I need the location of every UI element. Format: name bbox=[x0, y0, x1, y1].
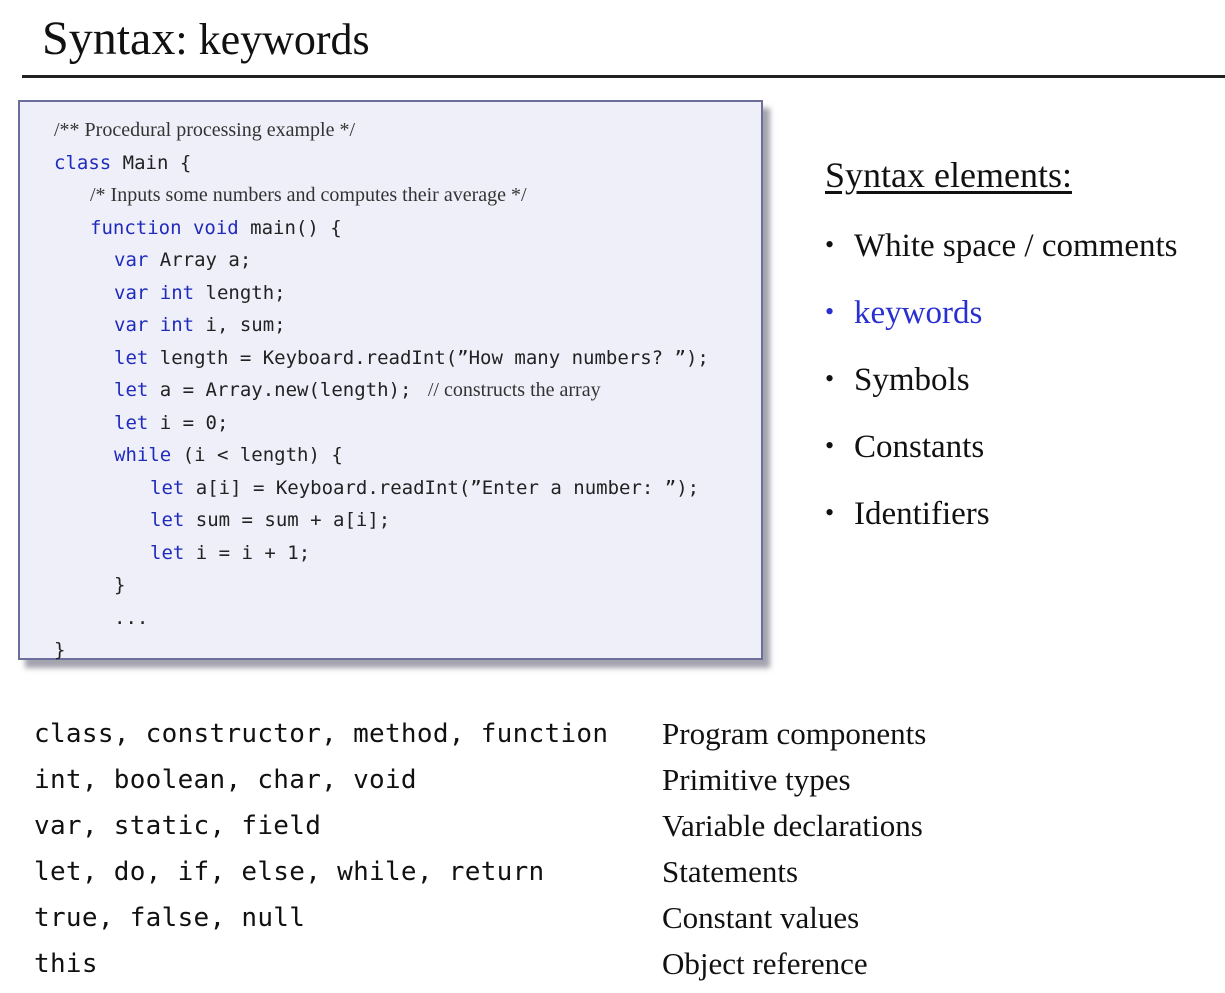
keyword-row: var, static, field Variable declarations bbox=[34, 806, 1184, 846]
code-keyword: int bbox=[159, 314, 195, 336]
code-keyword: function bbox=[90, 216, 182, 239]
code-text: (i < length) { bbox=[171, 444, 343, 466]
syntax-element-item: • Constants bbox=[825, 423, 984, 470]
keyword-category: Variable declarations bbox=[662, 808, 923, 843]
syntax-element-label: keywords bbox=[854, 295, 983, 331]
code-comment: // constructs the array bbox=[422, 379, 601, 401]
code-line: let i = i + 1; bbox=[150, 538, 310, 568]
title-sub: : keywords bbox=[175, 15, 370, 64]
syntax-element-label: Identifiers bbox=[854, 496, 990, 532]
code-line: let length = Keyboard.readInt(”How many … bbox=[114, 343, 709, 373]
code-line: var int length; bbox=[114, 278, 286, 308]
code-text: i, sum; bbox=[194, 314, 286, 336]
code-text: ... bbox=[114, 606, 149, 629]
code-keyword: var bbox=[114, 249, 149, 271]
syntax-element-item: • Identifiers bbox=[825, 490, 990, 537]
syntax-elements-heading: Syntax elements: bbox=[825, 155, 1072, 195]
keyword-list: class, constructor, method, function bbox=[34, 719, 609, 749]
syntax-element-item: • Symbols bbox=[825, 356, 970, 403]
keyword-category: Program components bbox=[662, 716, 927, 751]
code-text: sum = sum + a[i]; bbox=[184, 509, 391, 531]
code-line: ... bbox=[114, 603, 148, 633]
keyword-category: Statements bbox=[662, 854, 799, 889]
title-main: Syntax bbox=[42, 12, 176, 65]
syntax-element-label: White space / comments bbox=[854, 228, 1178, 264]
code-keyword: let bbox=[150, 509, 185, 531]
code-keyword: let bbox=[150, 541, 185, 564]
code-keyword: let bbox=[114, 411, 149, 434]
bullet-icon: • bbox=[825, 431, 835, 460]
code-line: function void main() { bbox=[90, 213, 342, 243]
code-keyword: while bbox=[114, 444, 172, 466]
keyword-list: int, boolean, char, void bbox=[34, 765, 417, 795]
code-line: } bbox=[114, 570, 125, 600]
keyword-row: this Object reference bbox=[34, 944, 1184, 984]
code-line: while (i < length) { bbox=[114, 440, 343, 470]
code-keyword: void bbox=[192, 216, 239, 239]
code-text bbox=[148, 282, 159, 304]
code-text: } bbox=[54, 639, 66, 661]
syntax-element-item: • White space / comments bbox=[825, 222, 1177, 269]
code-line: var Array a; bbox=[114, 245, 251, 275]
keyword-list: this bbox=[34, 949, 98, 979]
syntax-element-label: Symbols bbox=[854, 362, 970, 398]
code-keyword: var bbox=[114, 281, 149, 304]
code-text: } bbox=[114, 574, 126, 596]
code-text bbox=[148, 314, 159, 336]
code-keyword: var bbox=[114, 314, 149, 336]
keyword-row: true, false, null Constant values bbox=[34, 898, 1184, 938]
code-keyword: let bbox=[114, 346, 149, 369]
bullet-icon: • bbox=[825, 230, 835, 259]
code-line: let i = 0; bbox=[114, 408, 228, 438]
code-example-box: /** Procedural processing example */ clas… bbox=[18, 100, 763, 661]
code-text: main() { bbox=[238, 216, 342, 239]
code-text bbox=[182, 217, 193, 239]
keyword-category: Constant values bbox=[662, 900, 860, 935]
code-keyword: let bbox=[150, 476, 185, 499]
code-comment: /** Procedural processing example */ bbox=[54, 119, 356, 141]
keyword-list: var, static, field bbox=[34, 811, 322, 841]
bullet-icon: • bbox=[825, 364, 835, 393]
code-line: let a = Array.new(length); // constructs… bbox=[114, 375, 601, 405]
bullet-icon: • bbox=[825, 297, 835, 326]
title-divider bbox=[22, 75, 1225, 78]
code-line: let sum = sum + a[i]; bbox=[150, 505, 390, 535]
keyword-category: Object reference bbox=[662, 946, 868, 981]
code-text: a = Array.new(length); bbox=[148, 379, 423, 401]
code-line: var int i, sum; bbox=[114, 310, 286, 340]
keyword-row: class, constructor, method, function Prog… bbox=[34, 714, 1184, 754]
code-text: length = Keyboard.readInt(”How many numb… bbox=[148, 346, 709, 369]
slide-title: Syntax: keywords bbox=[42, 4, 370, 75]
code-text: Array a; bbox=[148, 249, 252, 271]
bullet-icon: • bbox=[825, 498, 835, 527]
keyword-row: let, do, if, else, while, return Statemen… bbox=[34, 852, 1184, 892]
syntax-element-item: • keywords bbox=[825, 289, 982, 336]
code-line: class Main { bbox=[54, 148, 191, 178]
keyword-list: true, false, null bbox=[34, 903, 306, 933]
keyword-list: let, do, if, else, while, return bbox=[34, 857, 545, 887]
code-comment: /* Inputs some numbers and computes thei… bbox=[90, 184, 527, 206]
code-line: /** Procedural processing example */ bbox=[54, 115, 355, 145]
code-keyword: let bbox=[114, 379, 149, 401]
keyword-category: Primitive types bbox=[662, 762, 851, 797]
code-text: a[i] = Keyboard.readInt(”Enter a number:… bbox=[184, 476, 700, 499]
code-text: i = 0; bbox=[148, 411, 229, 434]
code-keyword: class bbox=[54, 151, 112, 174]
keyword-row: int, boolean, char, void Primitive types bbox=[34, 760, 1184, 800]
code-text: i = i + 1; bbox=[184, 541, 311, 564]
code-line: } bbox=[54, 635, 65, 665]
code-text: length; bbox=[194, 281, 286, 304]
syntax-element-label: Constants bbox=[854, 429, 985, 465]
code-text: Main { bbox=[111, 151, 192, 174]
code-line: let a[i] = Keyboard.readInt(”Enter a num… bbox=[150, 473, 699, 503]
code-keyword: int bbox=[159, 281, 195, 304]
code-line: /* Inputs some numbers and computes thei… bbox=[90, 180, 527, 210]
